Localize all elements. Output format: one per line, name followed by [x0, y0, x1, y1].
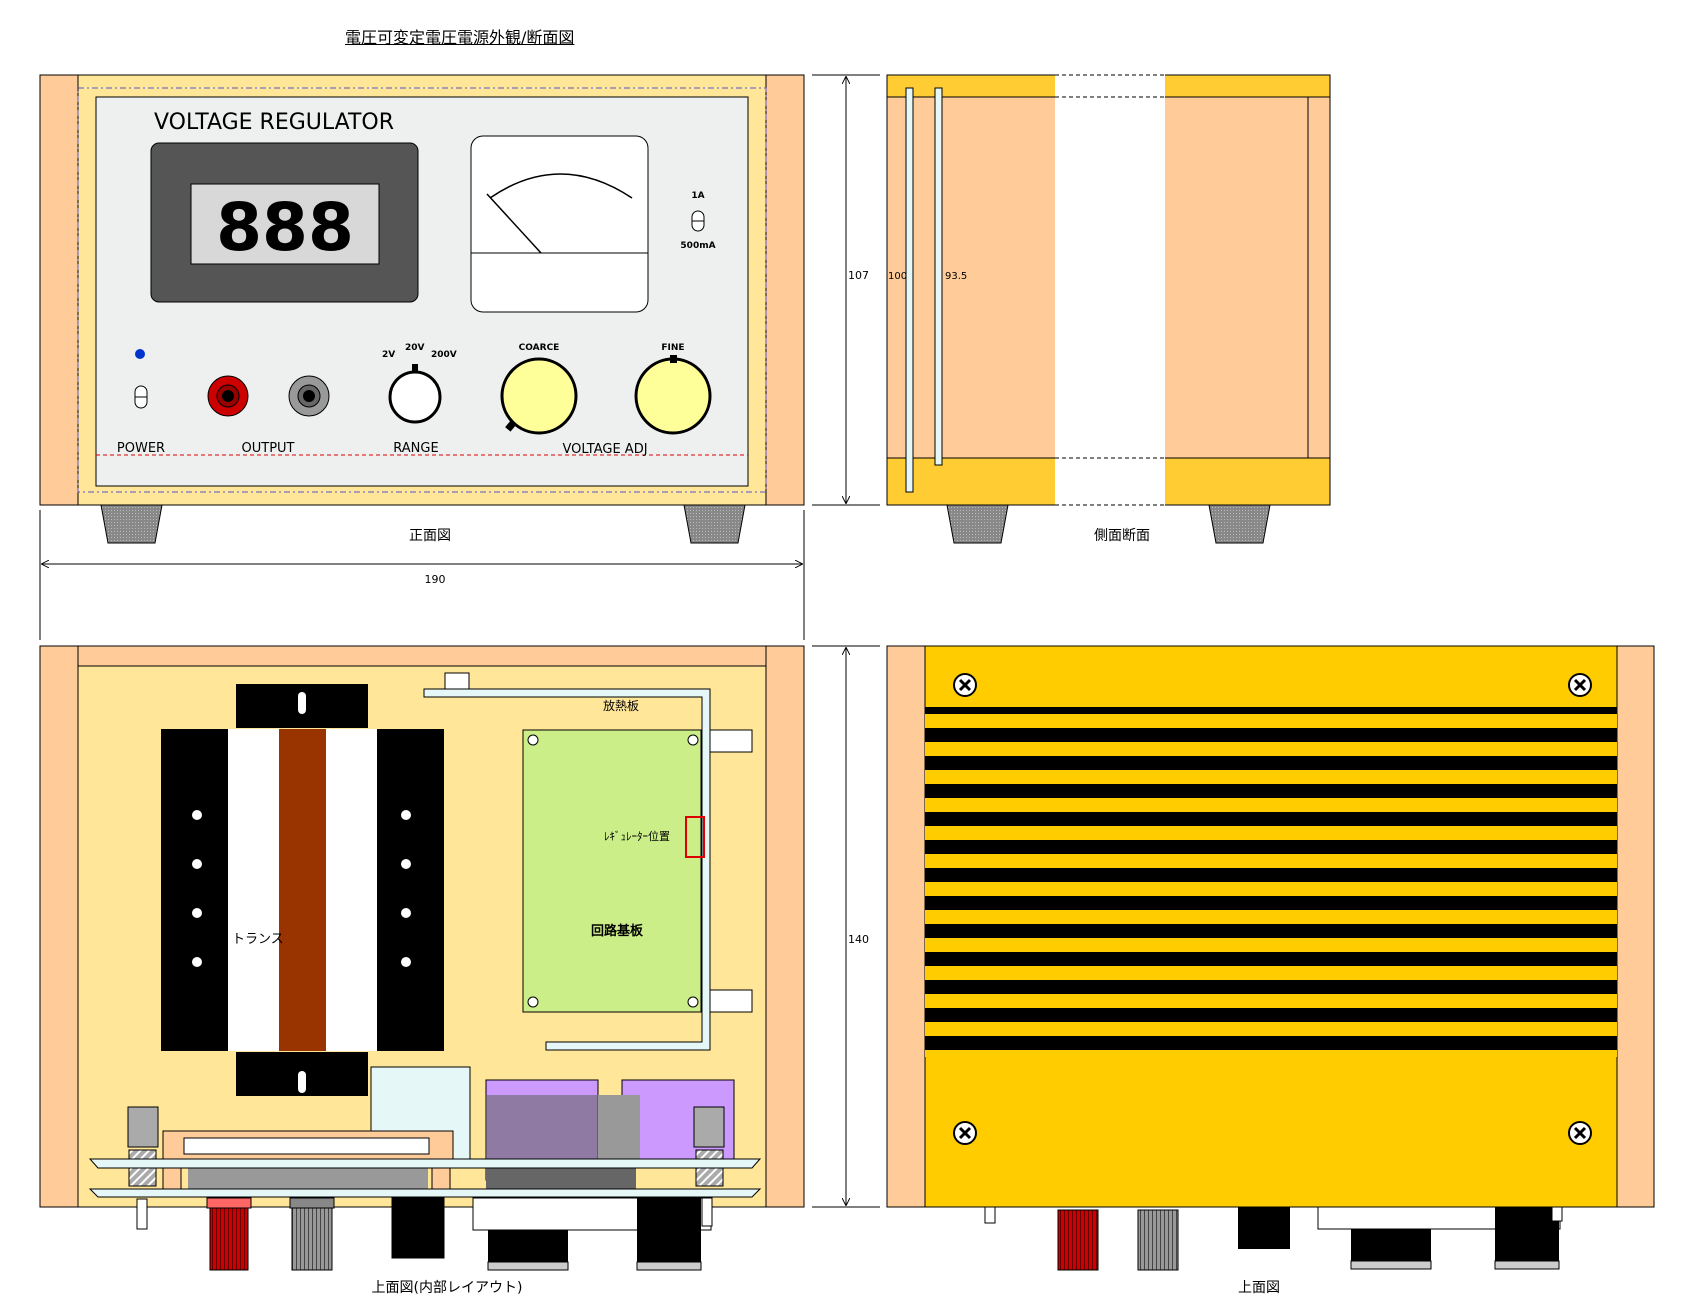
height-dimension: 107	[812, 74, 880, 506]
front-foot-right	[683, 504, 746, 544]
front-caption: 正面図	[409, 528, 451, 544]
regulator-marker	[685, 816, 705, 858]
heatsink-label: 放熱板	[603, 698, 639, 713]
depth-dimension: 140	[812, 645, 880, 1208]
range-20v-label: 20V	[405, 343, 425, 353]
screw-icon-1	[953, 673, 977, 697]
board-label: 回路基板	[591, 923, 644, 939]
front-left-wood	[39, 74, 79, 506]
meter-readout: 888	[216, 189, 354, 266]
side-caption: 側面断面	[1094, 528, 1150, 544]
voltage-adj-label: VOLTAGE ADJ	[562, 442, 647, 457]
screw-icon-3	[953, 1121, 977, 1145]
fine-knob[interactable]	[634, 357, 712, 435]
range-knob[interactable]	[388, 370, 442, 424]
side-dim-93-5: 93.5	[945, 271, 967, 282]
width-dimension: 190	[39, 510, 805, 640]
output-label: OUTPUT	[242, 441, 295, 456]
front-view: VOLTAGE REGULATOR 888 1A 500mA	[39, 74, 805, 544]
width-value: 190	[425, 573, 446, 586]
side-dim-100: 100	[888, 271, 907, 282]
top-caption: 上面図	[1238, 1280, 1280, 1296]
fine-label: FINE	[661, 343, 684, 353]
depth-value: 140	[848, 933, 869, 946]
power-label: POWER	[117, 441, 165, 456]
range-200v-label: 200V	[431, 350, 457, 360]
layout-caption: 上面図(内部レイアウト)	[372, 1280, 523, 1296]
heat-sink: 放熱板	[423, 672, 753, 1051]
range-500ma-label: 500mA	[680, 241, 715, 251]
range-2v-label: 2V	[382, 350, 395, 360]
internal-layout-view: トランス 放熱板 ﾚｷﾞｭﾚｰﾀｰ位置 回路基板	[39, 645, 805, 1296]
power-led	[135, 349, 145, 359]
height-value: 107	[848, 269, 869, 282]
coarce-label: COARCE	[519, 343, 560, 353]
front-foot-left	[100, 504, 163, 544]
range-1a-label: 1A	[691, 191, 704, 201]
brand-label: VOLTAGE REGULATOR	[154, 110, 394, 135]
screw-icon-4	[1568, 1121, 1592, 1145]
front-panel-edge	[905, 87, 914, 493]
side-section-view: 100 93.5 側面断面	[886, 74, 1331, 544]
regulator-label: ﾚｷﾞｭﾚｰﾀｰ位置	[604, 829, 670, 843]
coarce-knob[interactable]	[500, 357, 578, 435]
page-title: 電圧可変定電圧電源外観/断面図	[345, 28, 575, 47]
transformer-label: トランス	[232, 932, 284, 947]
range-label: RANGE	[393, 441, 438, 456]
top-view: 上面図	[886, 645, 1655, 1296]
transformer: トランス	[161, 684, 444, 1096]
circuit-board: ﾚｷﾞｭﾚｰﾀｰ位置 回路基板	[522, 729, 705, 1013]
inner-panel-edge	[934, 87, 943, 466]
front-right-wood	[765, 74, 805, 506]
analog-meter	[470, 135, 649, 313]
screw-icon-2	[1568, 673, 1592, 697]
vent-slots	[925, 707, 1617, 1057]
